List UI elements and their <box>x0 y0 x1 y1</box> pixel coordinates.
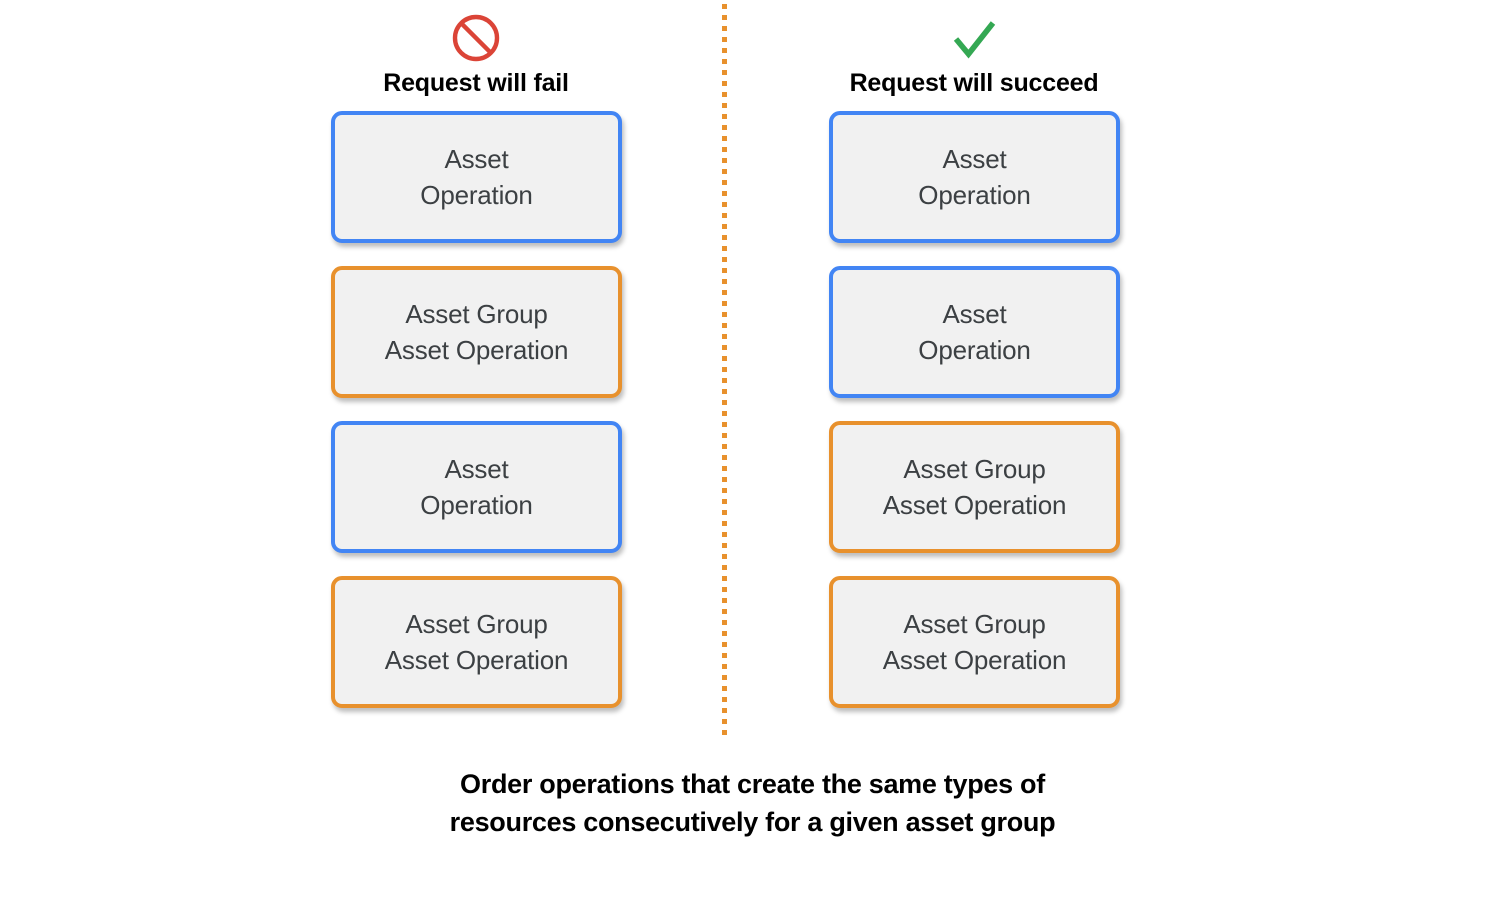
node-label: Asset Group Asset Operation <box>384 299 569 365</box>
node-label: Asset Operation <box>420 144 533 210</box>
node-label: Asset Operation <box>918 144 1031 210</box>
node-box-succeed-3[interactable]: Asset Group Asset Operation <box>829 421 1120 553</box>
box-stack-succeed: Asset Operation Asset Operation Asset Gr… <box>829 111 1120 731</box>
node-box-succeed-4[interactable]: Asset Group Asset Operation <box>829 576 1120 708</box>
node-box-fail-4[interactable]: Asset Group Asset Operation <box>331 576 622 708</box>
column-divider <box>722 4 727 736</box>
checkmark-icon <box>953 21 996 59</box>
column-header-succeed: Request will succeed <box>809 12 1139 98</box>
node-label: Asset Group Asset Operation <box>384 609 569 675</box>
diagram-caption: Order operations that create the same ty… <box>449 769 1056 837</box>
column-header-fail: Request will fail <box>311 12 641 98</box>
node-box-fail-2[interactable]: Asset Group Asset Operation <box>331 266 622 398</box>
column-title-fail: Request will fail <box>383 69 569 97</box>
node-box-succeed-1[interactable]: Asset Operation <box>829 111 1120 243</box>
node-label: Asset Group Asset Operation <box>882 609 1067 675</box>
node-label: Asset Operation <box>420 454 533 520</box>
node-label: Asset Operation <box>918 299 1031 365</box>
node-box-fail-1[interactable]: Asset Operation <box>331 111 622 243</box>
box-stack-fail: Asset Operation Asset Group Asset Operat… <box>331 111 622 731</box>
node-box-fail-3[interactable]: Asset Operation <box>331 421 622 553</box>
prohibited-icon <box>452 14 500 62</box>
column-title-succeed: Request will succeed <box>849 69 1099 97</box>
node-label: Asset Group Asset Operation <box>882 454 1067 520</box>
node-box-succeed-2[interactable]: Asset Operation <box>829 266 1120 398</box>
